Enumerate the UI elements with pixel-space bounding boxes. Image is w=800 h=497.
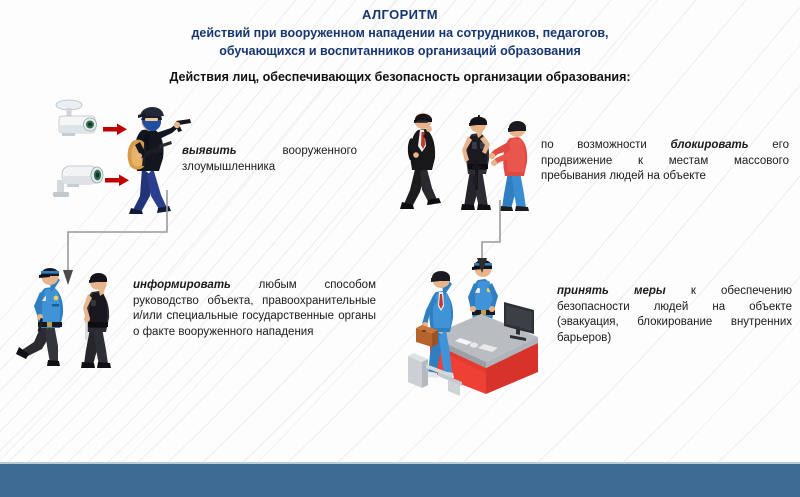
step-text-detect: выявить вооруженного злоумышленника: [182, 144, 357, 175]
header: АЛГОРИТМ действий при вооруженном нападе…: [0, 0, 800, 86]
section-label: Действия лиц, обеспечивающих безопасност…: [169, 70, 631, 84]
step-keyword-measures: принять меры: [557, 285, 666, 297]
connector-block-to-measures: [477, 200, 501, 273]
step-keyword-inform: информировать: [133, 279, 231, 291]
step-text-block: по возможности блокировать его продвижен…: [541, 138, 789, 185]
step-keyword-detect: выявить: [182, 145, 237, 157]
guard-with-radio: [461, 115, 491, 210]
connector-detect-to-inform: [63, 190, 168, 285]
red-arrow-icon-bottom: [105, 174, 129, 186]
cctv-camera-wall: [55, 99, 97, 136]
page-subtitle-line2: обучающихся и воспитанников организаций …: [219, 44, 581, 58]
step-keyword-block: блокировать: [670, 139, 749, 151]
civilian-red-shirt: [488, 121, 529, 211]
illustration-block-group: [400, 113, 529, 211]
red-arrow-icon-top: [103, 123, 127, 135]
bottom-bar-highlight: [0, 462, 800, 464]
step-prefix-block: по возможности: [541, 139, 671, 151]
bottom-bar: [0, 464, 800, 497]
walking-man-suit: [400, 113, 441, 209]
step-text-measures: принять меры к обеспечению безопасности …: [557, 284, 792, 346]
step-text-inform: информировать любым способом руководство…: [133, 278, 376, 340]
page-subtitle: действий при вооруженном нападении на со…: [95, 24, 705, 60]
page-subtitle-line1: действий при вооруженном нападении на со…: [191, 26, 609, 40]
page-title: АЛГОРИТМ: [362, 7, 438, 22]
